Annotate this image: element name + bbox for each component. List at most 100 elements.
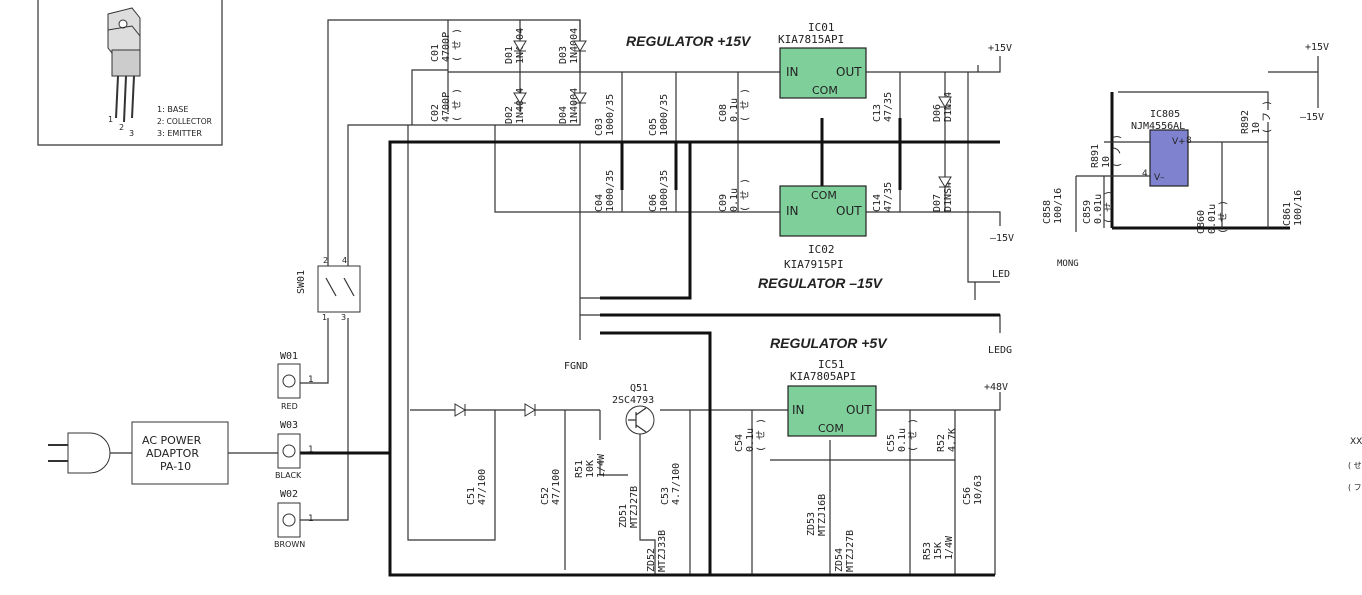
diode-symbol-1 [513, 92, 527, 104]
ic01-body [779, 47, 867, 99]
d02-label-1: 1N4004 [515, 88, 526, 124]
ic51-com: COM [818, 422, 844, 435]
regulator-5: REGULATOR +5V IC51 KIA7805API IN OUT COM [770, 335, 888, 437]
diode-symbol-3 [573, 92, 587, 104]
c51-label-1: 47/100 [477, 469, 488, 505]
c55-label-2: ( せ ) [907, 418, 919, 452]
ic01-ref: IC01 [808, 21, 835, 34]
zd53-label-1: MTZJ16B [817, 494, 828, 536]
ic805-pin4: 4 [1142, 169, 1148, 179]
c01-label-0: C01 [430, 44, 441, 62]
connector-w03: W03 1 BLACK [275, 420, 314, 480]
rail-p15: +15V [988, 43, 1012, 54]
diode-symbol-6 [454, 403, 466, 417]
regulator-15n: COM IN OUT IC02 KIA7915PI REGULATOR –15V [758, 185, 884, 291]
c51-label-0: C51 [466, 487, 477, 505]
ic805-vplus: V+ [1172, 137, 1186, 147]
d03-label-1: 1N4004 [569, 28, 580, 64]
r892-label-0: R892 [1240, 110, 1251, 134]
ic51-body [787, 385, 877, 437]
diode-symbol-2 [573, 40, 587, 52]
c09-label-0: C09 [718, 194, 729, 212]
ic02-body [779, 185, 867, 237]
adaptor-line-2: ADAPTOR [146, 447, 199, 460]
r891-label-1: 10 [1101, 156, 1112, 168]
c05-label-1: 1000/35 [659, 94, 670, 136]
c02-label-1: 4700P [441, 92, 452, 122]
c53-label-0: C53 [660, 487, 671, 505]
c52-label-0: C52 [540, 487, 551, 505]
c01-label-2: ( せ ) [451, 28, 463, 62]
ic805-pin8: 8 [1186, 136, 1192, 146]
diode-symbol-4 [938, 96, 952, 108]
ic805-body [1149, 129, 1189, 187]
d03-label-0: D03 [558, 46, 569, 64]
diode-symbol-7 [524, 403, 536, 417]
edge-fragment-1: XX [1350, 437, 1362, 447]
c861-label-0: C861 [1282, 202, 1293, 226]
pin-1-label: 1 [108, 115, 113, 124]
to220-package-icon [107, 7, 141, 123]
c858-label-1: 100/16 [1053, 188, 1064, 224]
rail-led: LED [992, 269, 1010, 280]
sw01-pin-2: 2 [323, 256, 328, 265]
ac-adaptor: AC POWER ADAPTOR PA-10 [48, 421, 229, 485]
zd54-label-0: ZD54 [834, 548, 845, 572]
c08-label-1: 0.1u [729, 98, 740, 122]
r51-label-1: 10K [585, 460, 596, 478]
regulator-15p-title: REGULATOR +15V [626, 33, 752, 49]
c05-label-0: C05 [648, 118, 659, 136]
connector-w02: W02 1 BROWN [274, 489, 314, 549]
switch-sw01: SW01 2 4 1 3 [296, 256, 361, 322]
r53-label-1: 15K [933, 542, 944, 560]
c53-label-1: 4.7/100 [671, 463, 682, 505]
opamp-section: V+ 8 V– 4 IC805 NJM4556AL +15V –15V MONG [1057, 42, 1329, 269]
d04-label-1: 1N4004 [569, 88, 580, 124]
rail-labels: +15V –15V LED LEDG FGND +48V [564, 43, 1014, 393]
diode-symbol-5 [938, 176, 952, 188]
w02-pin: 1 [308, 514, 314, 524]
q51-ref: Q51 [630, 383, 648, 394]
c08-label-0: C08 [718, 104, 729, 122]
adaptor-line-3: PA-10 [160, 460, 191, 473]
c52-label-1: 47/100 [551, 469, 562, 505]
w03-color: BLACK [275, 471, 302, 480]
c01-label-1: 4700P [441, 32, 452, 62]
c861-label-1: 100/16 [1293, 190, 1304, 226]
r51-label-0: R51 [574, 460, 585, 478]
edge-fragment-2: ( せ [1348, 461, 1362, 470]
c02-label-0: C02 [430, 104, 441, 122]
adaptor-line-1: AC POWER [142, 434, 202, 447]
zd53-label-0: ZD53 [806, 512, 817, 536]
rail-fgnd: FGND [564, 361, 588, 372]
diode-symbol-0 [513, 40, 527, 52]
d04-label-0: D04 [558, 106, 569, 124]
c56-label-0: C56 [962, 487, 973, 505]
c06-label-1: 1000/35 [659, 170, 670, 212]
rail-p15-right: +15V [1305, 42, 1329, 53]
zd51-label-0: ZD51 [618, 504, 629, 528]
ic51-part: KIA7805API [790, 370, 856, 383]
zd52-label-1: MTZJ33B [657, 530, 668, 572]
c54-label-0: C54 [734, 434, 745, 452]
ic51-ref: IC51 [818, 358, 845, 371]
c858-label-0: C858 [1042, 200, 1053, 224]
c06-label-0: C06 [648, 194, 659, 212]
ic02-ref: IC02 [808, 243, 835, 256]
rail-n15: –15V [990, 233, 1014, 244]
sw01-pin-1: 1 [322, 313, 327, 322]
ic02-out: OUT [836, 204, 862, 218]
w02-ref: W02 [280, 489, 298, 500]
sw01-pin-3: 3 [341, 313, 346, 322]
zd54-label-1: MTZJ27B [845, 530, 856, 572]
zd52-label-0: ZD52 [646, 548, 657, 572]
d01-label-0: D01 [504, 46, 515, 64]
c03-label-0: C03 [594, 118, 605, 136]
ic02-in: IN [786, 204, 799, 218]
r892-label-1: 10 [1251, 122, 1262, 134]
ic02-com: COM [811, 189, 837, 202]
regulator-15n-title: REGULATOR –15V [758, 275, 884, 291]
c02-label-2: ( せ ) [451, 88, 463, 122]
legend-collector: 2: COLLECTOR [157, 117, 212, 126]
